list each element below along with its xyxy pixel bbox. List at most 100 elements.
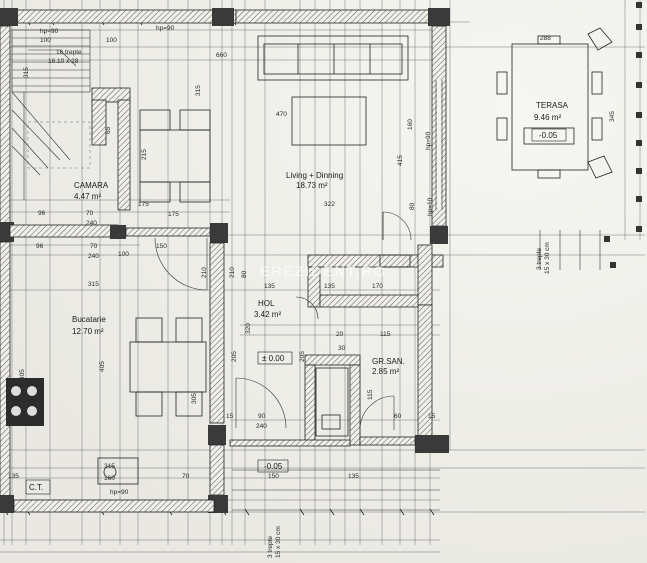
column-bottom-left: [0, 495, 14, 513]
dimension-label: 175: [138, 201, 149, 208]
dimension-label: 160: [407, 119, 414, 130]
dimension-label: 170: [372, 283, 383, 290]
ct-label: C.T.: [29, 483, 43, 492]
dimension-label: 96: [36, 243, 44, 250]
staircase: [11, 29, 91, 200]
dimension-label: 315: [104, 463, 115, 470]
terrace-posts: [604, 2, 642, 268]
entry-steps: [232, 469, 440, 511]
terrace-level-box: [531, 128, 567, 142]
dimension-label: 345: [609, 111, 616, 122]
bath-area: 2.85 m²: [372, 367, 399, 376]
living-room-name: Living + Dinning: [286, 171, 343, 180]
dimension-label: 315: [88, 281, 99, 288]
column-top-left: [0, 8, 18, 26]
dimension-label: 150: [268, 473, 279, 480]
dimension-label: 70: [90, 243, 98, 250]
walls: [0, 8, 450, 513]
stairs-size: 16.10 x 28: [48, 58, 79, 65]
terrace-steps-count: 3 trepte: [536, 248, 543, 270]
stairs-hp: hp=90: [40, 28, 59, 35]
hall-name: HOL: [258, 299, 275, 308]
dimension-label: 215: [141, 149, 148, 160]
sofa: [257, 35, 409, 81]
windows: [435, 80, 443, 210]
terrace-level: -0.05: [539, 131, 558, 140]
dimension-label: 65: [105, 126, 112, 134]
column-bottom-right: [415, 435, 449, 453]
dimension-label: 315: [23, 67, 30, 78]
stove: [6, 378, 44, 426]
dimension-label: 80: [409, 202, 416, 210]
dimension-label: 20: [336, 331, 344, 338]
dimension-label: hp=90: [425, 131, 432, 150]
dimension-label: 70: [86, 210, 94, 217]
column-top-mid: [212, 8, 234, 26]
pantry-shelf: [27, 121, 91, 169]
dimension-label: 320: [245, 323, 252, 334]
dimension-label: 115: [380, 331, 391, 338]
dimension-label: 115: [367, 389, 374, 400]
dimension-label: 240: [88, 253, 99, 260]
dimension-label: 405: [19, 369, 26, 380]
entry-steps-size: 15 x 30 cm: [275, 526, 282, 558]
hall-level: ± 0.00: [262, 354, 285, 363]
coffee-table: [291, 96, 367, 146]
dining-table: [139, 109, 211, 203]
dimension-labels: 100 100 660 470 322 175 175 70 240 96 96…: [8, 25, 616, 496]
dimension-label: hp=10: [427, 197, 434, 216]
dimension-label: 60: [394, 413, 402, 420]
living-room-area: 18.73 m²: [296, 181, 328, 190]
hall-area: 3.42 m²: [254, 310, 281, 319]
kitchen-sink: [97, 457, 139, 485]
kitchen-name: Bucatarie: [72, 315, 106, 324]
dimension-label: 150: [156, 243, 167, 250]
dimension-label: 210: [201, 267, 208, 278]
dimension-label: 15: [226, 413, 234, 420]
dimension-label: 240: [256, 423, 267, 430]
stairs-count: 16 trepte: [56, 49, 82, 56]
dimension-label: 100: [106, 37, 117, 44]
dimension-label: 305: [191, 393, 198, 404]
dimension-label: 96: [38, 210, 46, 217]
terrace-steps-size: 15 x 30 cm: [544, 242, 551, 274]
hall-level-box: [257, 351, 293, 365]
dimension-label: 205: [299, 351, 306, 362]
dimension-label: 90: [258, 413, 266, 420]
doors: [154, 211, 412, 431]
dimension-label: 135: [348, 473, 359, 480]
pantry-area: 4.47 m²: [74, 192, 101, 201]
dimension-label: 30: [338, 345, 346, 352]
dimension-label: 415: [397, 155, 404, 166]
kitchen-area: 12.70 m²: [72, 327, 104, 336]
dimension-label: 315: [195, 85, 202, 96]
dimension-label: 660: [216, 52, 227, 59]
kitchen-table: [129, 317, 207, 417]
terrace-area: 9.46 m²: [534, 113, 561, 122]
dimension-label: 288: [540, 35, 551, 42]
terrace-table: [496, 27, 613, 179]
dimension-label: 80: [241, 270, 248, 278]
dimension-label: 100: [40, 37, 51, 44]
entry-level: -0.05: [264, 462, 283, 471]
ct-box: [25, 479, 51, 495]
dimension-label: hp=90: [110, 489, 129, 496]
dimension-label: 15: [428, 413, 436, 420]
dimension-label: 160: [104, 475, 115, 482]
dimension-label: 175: [168, 211, 179, 218]
bath-name: GR.SAN.: [372, 357, 405, 366]
dimension-label: 135: [8, 473, 19, 480]
dimension-label: 135: [324, 283, 335, 290]
dimension-label: 205: [231, 351, 238, 362]
column-center: [210, 223, 228, 243]
dimension-label: 470: [276, 111, 287, 118]
terrace-steps: [539, 230, 601, 270]
entry-steps-count: 3 trepte: [267, 536, 274, 558]
column-right-mid: [430, 226, 448, 244]
terrace-name: TERASA: [536, 101, 569, 110]
column-top-right: [428, 8, 450, 26]
dimension-label: 100: [118, 251, 129, 258]
watermark: EREZIDENT.RO: [260, 263, 387, 279]
